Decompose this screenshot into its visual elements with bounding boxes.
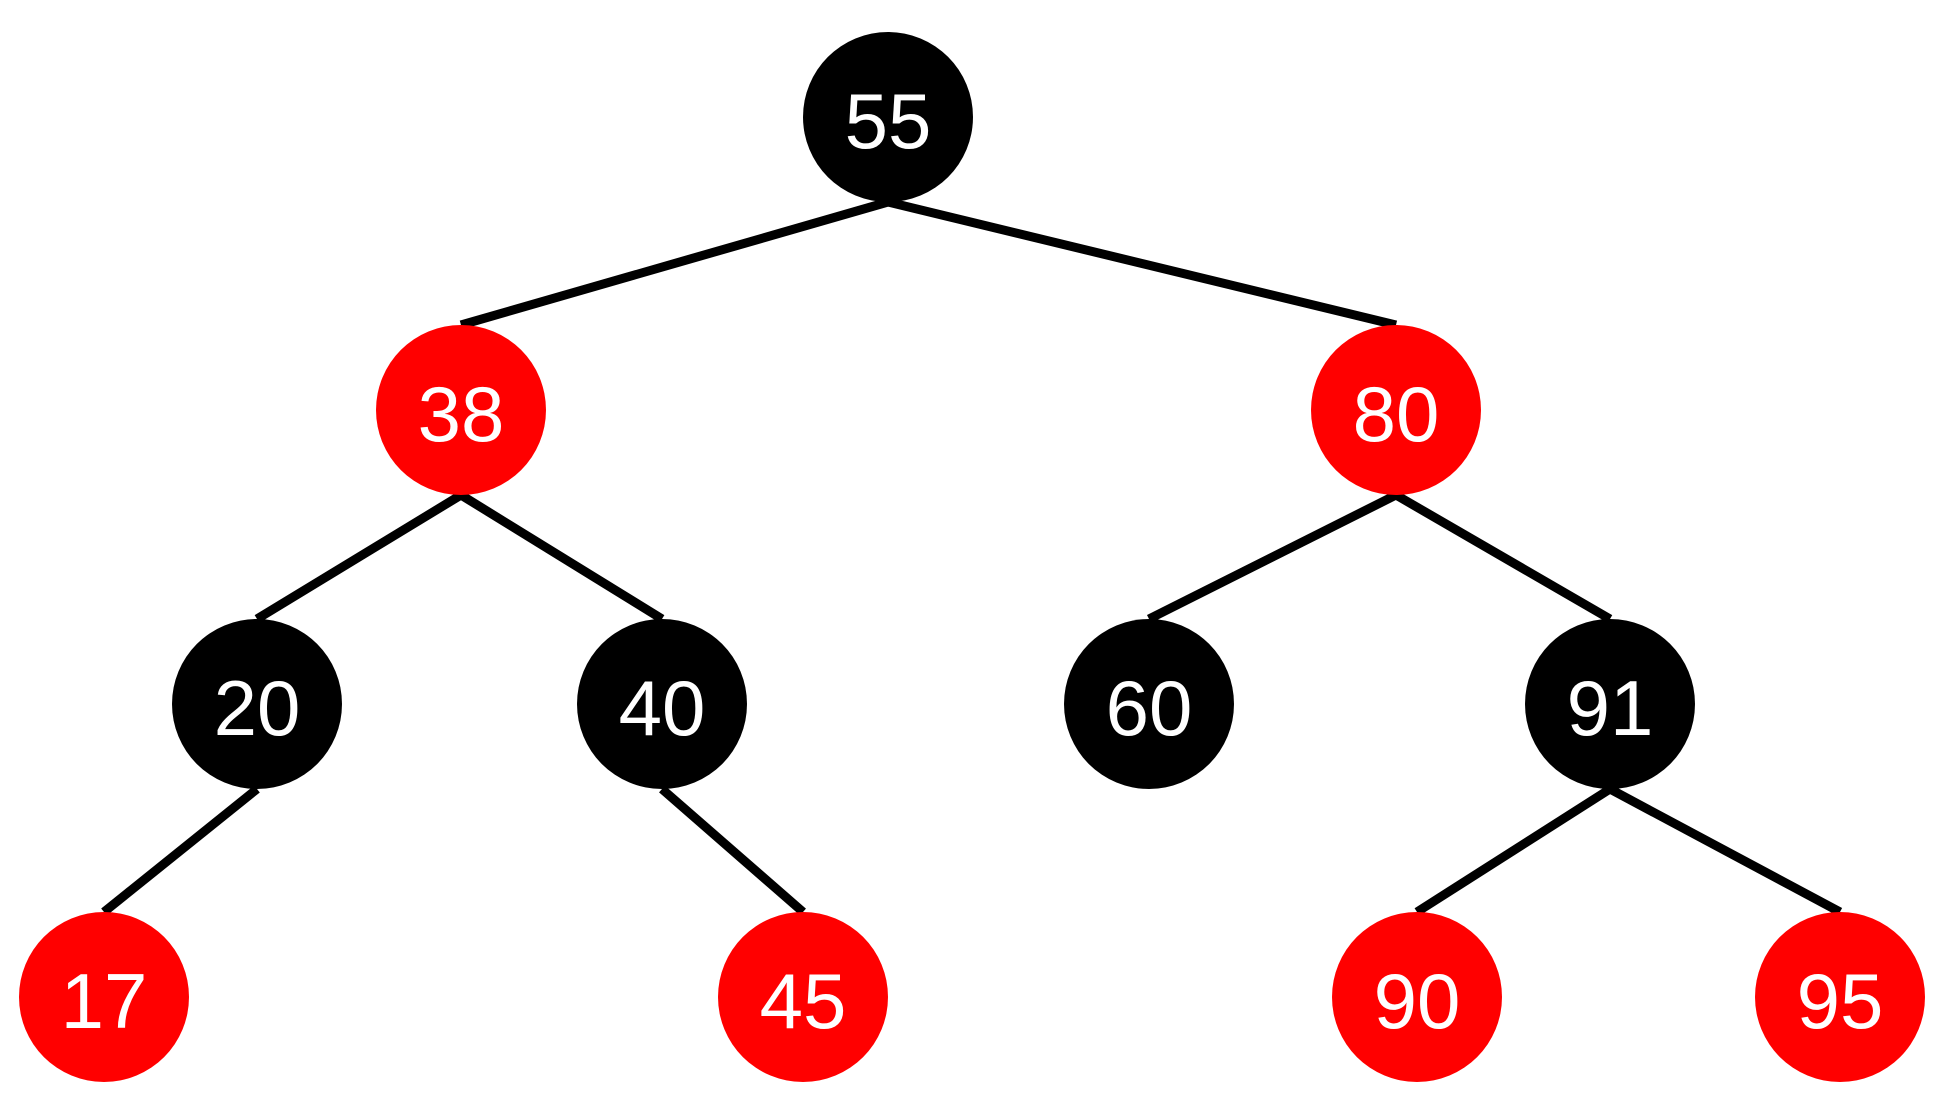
edge-91-95 bbox=[1607, 785, 1843, 916]
node-circle-red bbox=[1332, 912, 1502, 1082]
tree-node-91: 91 bbox=[1525, 619, 1695, 789]
node-label: 55 bbox=[845, 77, 932, 165]
edge-80-91 bbox=[1393, 491, 1613, 623]
edge-38-20 bbox=[254, 491, 464, 623]
node-circle-black bbox=[1525, 619, 1695, 789]
node-label: 45 bbox=[760, 957, 847, 1045]
edge-40-45 bbox=[659, 785, 806, 916]
node-circle-black bbox=[577, 619, 747, 789]
node-circle-black bbox=[803, 32, 973, 202]
edge-55-38 bbox=[459, 197, 890, 330]
tree-node-45: 45 bbox=[718, 912, 888, 1082]
node-label: 40 bbox=[619, 664, 706, 752]
tree-node-80: 80 bbox=[1311, 325, 1481, 495]
edge-55-80 bbox=[886, 197, 1398, 330]
tree-node-20: 20 bbox=[172, 619, 342, 789]
tree-node-38: 38 bbox=[376, 325, 546, 495]
node-label: 90 bbox=[1374, 957, 1461, 1045]
node-circle-black bbox=[1064, 619, 1234, 789]
edge-38-40 bbox=[458, 491, 665, 623]
node-label: 17 bbox=[61, 957, 148, 1045]
node-circle-red bbox=[19, 912, 189, 1082]
node-label: 38 bbox=[418, 370, 505, 458]
node-circle-red bbox=[376, 325, 546, 495]
tree-node-40: 40 bbox=[577, 619, 747, 789]
tree-node-17: 17 bbox=[19, 912, 189, 1082]
nodes-layer: 55 38 80 20 40 60 91 17 45 90 95 bbox=[19, 32, 1925, 1082]
edge-20-17 bbox=[101, 785, 260, 916]
edge-91-90 bbox=[1414, 785, 1613, 916]
node-circle-red bbox=[718, 912, 888, 1082]
edge-80-60 bbox=[1146, 490, 1399, 624]
tree-node-95: 95 bbox=[1755, 912, 1925, 1082]
node-label: 95 bbox=[1797, 957, 1884, 1045]
node-label: 60 bbox=[1106, 664, 1193, 752]
tree-node-90: 90 bbox=[1332, 912, 1502, 1082]
node-label: 91 bbox=[1567, 664, 1654, 752]
tree-node-55: 55 bbox=[803, 32, 973, 202]
node-circle-red bbox=[1311, 325, 1481, 495]
edges-layer bbox=[101, 197, 1843, 916]
node-label: 20 bbox=[214, 664, 301, 752]
node-circle-red bbox=[1755, 912, 1925, 1082]
node-circle-black bbox=[172, 619, 342, 789]
tree-node-60: 60 bbox=[1064, 619, 1234, 789]
node-label: 80 bbox=[1353, 370, 1440, 458]
